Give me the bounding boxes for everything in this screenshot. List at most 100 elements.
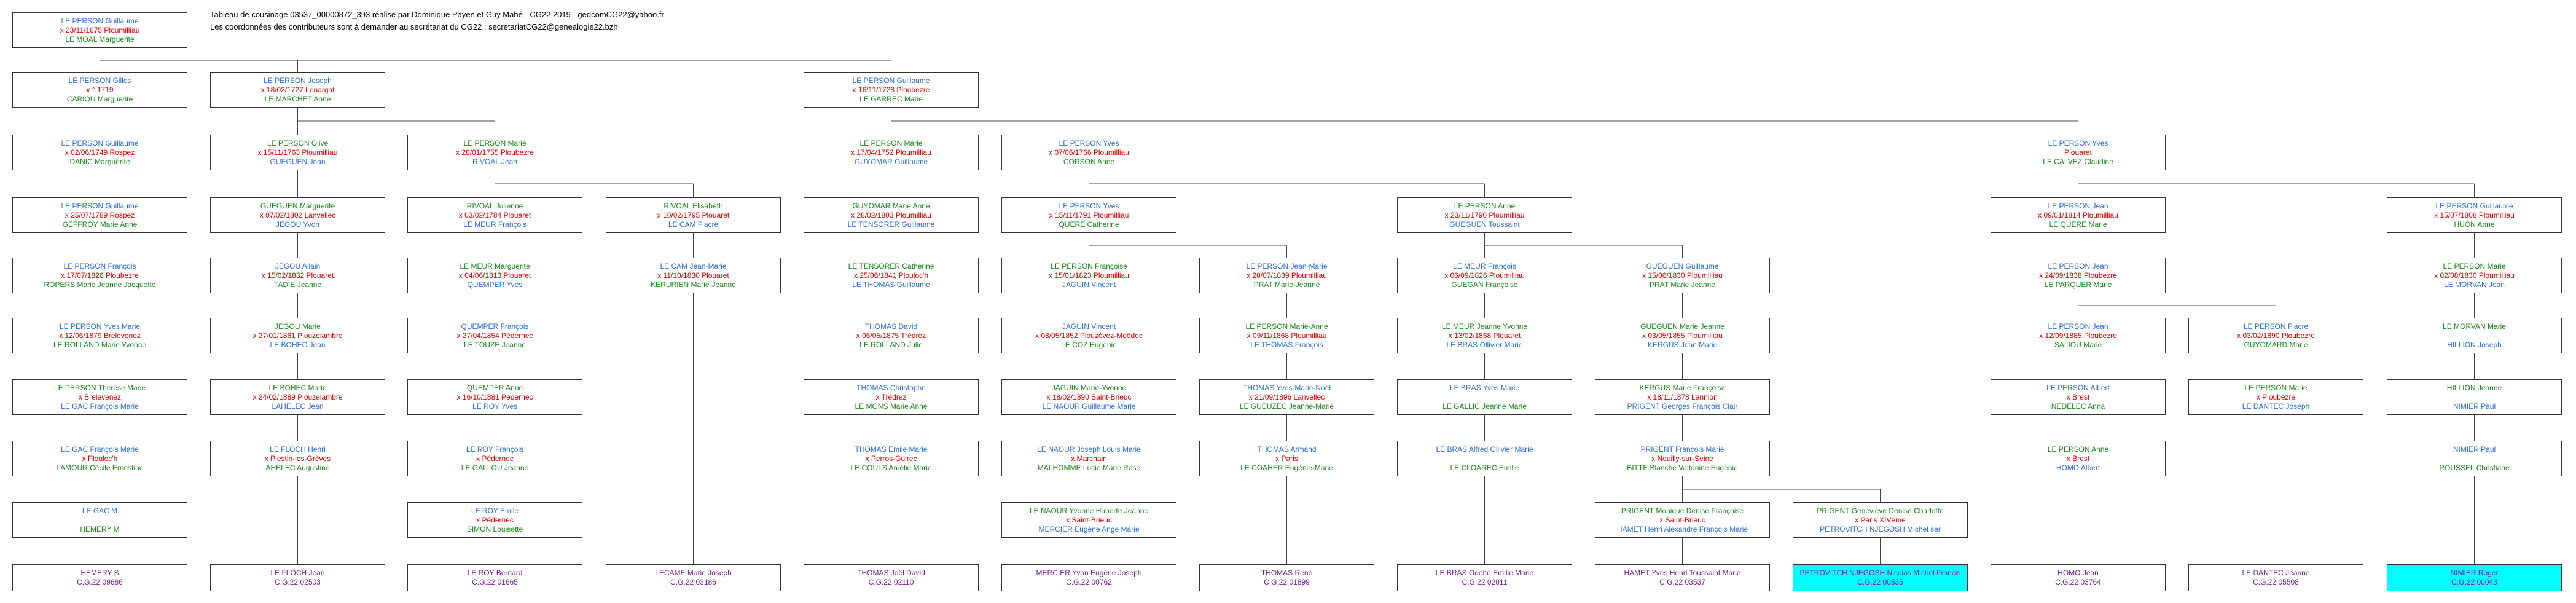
person-box-line: LE PERSON Olive xyxy=(267,138,329,148)
person-box-b10[interactable]: PETROVITCH NJEGOSH Nicolas Michel Franci… xyxy=(1793,564,1968,591)
person-box-line: TADIE Jeanne xyxy=(273,280,322,289)
person-box-line: RIVOAL Elisabeth xyxy=(664,201,723,210)
person-box-line: LE GAC M xyxy=(82,506,118,515)
person-box-line: JEGOU Allain xyxy=(275,261,321,270)
person-box-line: LE PERSON Jean-Marie xyxy=(1246,261,1328,270)
person-box-line: LE BRAS Alfred Ollivier Marie xyxy=(1436,444,1533,454)
person-box-line: LE PERSON Yves Marie xyxy=(59,321,141,331)
person-box-line: CARIOU Marguerite xyxy=(66,94,133,103)
person-box-line: MERCIER Eugène Ange Marie xyxy=(1038,524,1140,534)
person-box-line: x Brelevenez xyxy=(78,392,122,401)
person-box-line: LE PERSON Jean xyxy=(2048,321,2108,331)
person-box-g7h[interactable]: LE BRAS Alfred Ollivier Marie LE CLOAREC… xyxy=(1397,441,1572,476)
person-box-line: x 27/01/1861 Plouzelambre xyxy=(253,331,343,340)
person-box-line: PRIGENT Georges François Clair xyxy=(1627,401,1738,411)
person-box-line: HEMERY M xyxy=(80,524,120,534)
person-box-g6k[interactable]: HILLION Jeanne NIMIER Paul xyxy=(2387,379,2562,415)
person-box-g8a[interactable]: LE GAC M HEMERY M xyxy=(12,502,187,538)
person-box-line: MERCIER Yvon Eugène Joseph xyxy=(1036,569,1142,577)
person-box-g7k[interactable]: NIMIER Paul ROUSSEL Christiane xyxy=(2387,441,2562,476)
person-box-line: HEMERY S xyxy=(80,569,119,577)
person-box-line: Plouaret xyxy=(2064,148,2092,157)
person-box-line: LE MEUR François xyxy=(1453,261,1516,270)
person-box-g6h[interactable]: LE BRAS Yves Marie LE GALLIC Jeanne Mari… xyxy=(1397,379,1572,415)
person-box-line: LE COAHER Eugénie-Marie xyxy=(1240,463,1333,472)
person-box-g5k[interactable]: LE MORVAN Marie HILLION Joseph xyxy=(2387,318,2562,353)
